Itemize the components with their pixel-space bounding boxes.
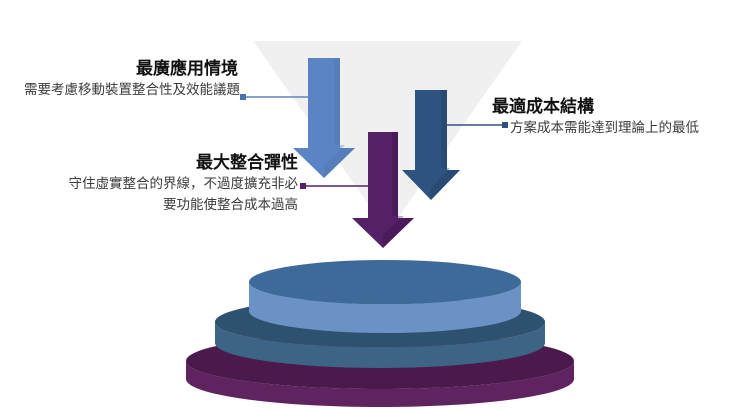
callout-widest-body: 需要考慮移動裝置整合性及效能議題 [24,82,240,98]
connector-cost [440,122,508,128]
callout-widest-title: 最廣應用情境 [136,59,238,79]
connector-widest [240,94,312,100]
arrow-widest [293,58,355,178]
arrow-cost [402,90,460,200]
callout-flexibility: 最大整合彈性 守住虛實整合的界線，不過度擴充非必 要功能使整合成本過高 [18,152,299,216]
disc-top [249,260,521,333]
arrow-flexibility [352,132,414,248]
callout-cost-body: 方案成本需能達到理論上的最低 [510,120,699,136]
callout-flexibility-body-line2: 要功能使整合成本過高 [163,197,298,213]
connector-flexibility [300,183,375,189]
callout-cost: 最適成本結構 方案成本需能達到理論上的最低 [492,96,740,139]
callout-widest: 最廣應用情境 需要考慮移動裝置整合性及效能議題 [0,58,240,101]
callout-flexibility-body-line1: 守住虛實整合的界線，不過度擴充非必 [68,176,299,192]
callout-flexibility-title: 最大整合彈性 [196,153,298,173]
callout-cost-title: 最適成本結構 [492,97,594,117]
